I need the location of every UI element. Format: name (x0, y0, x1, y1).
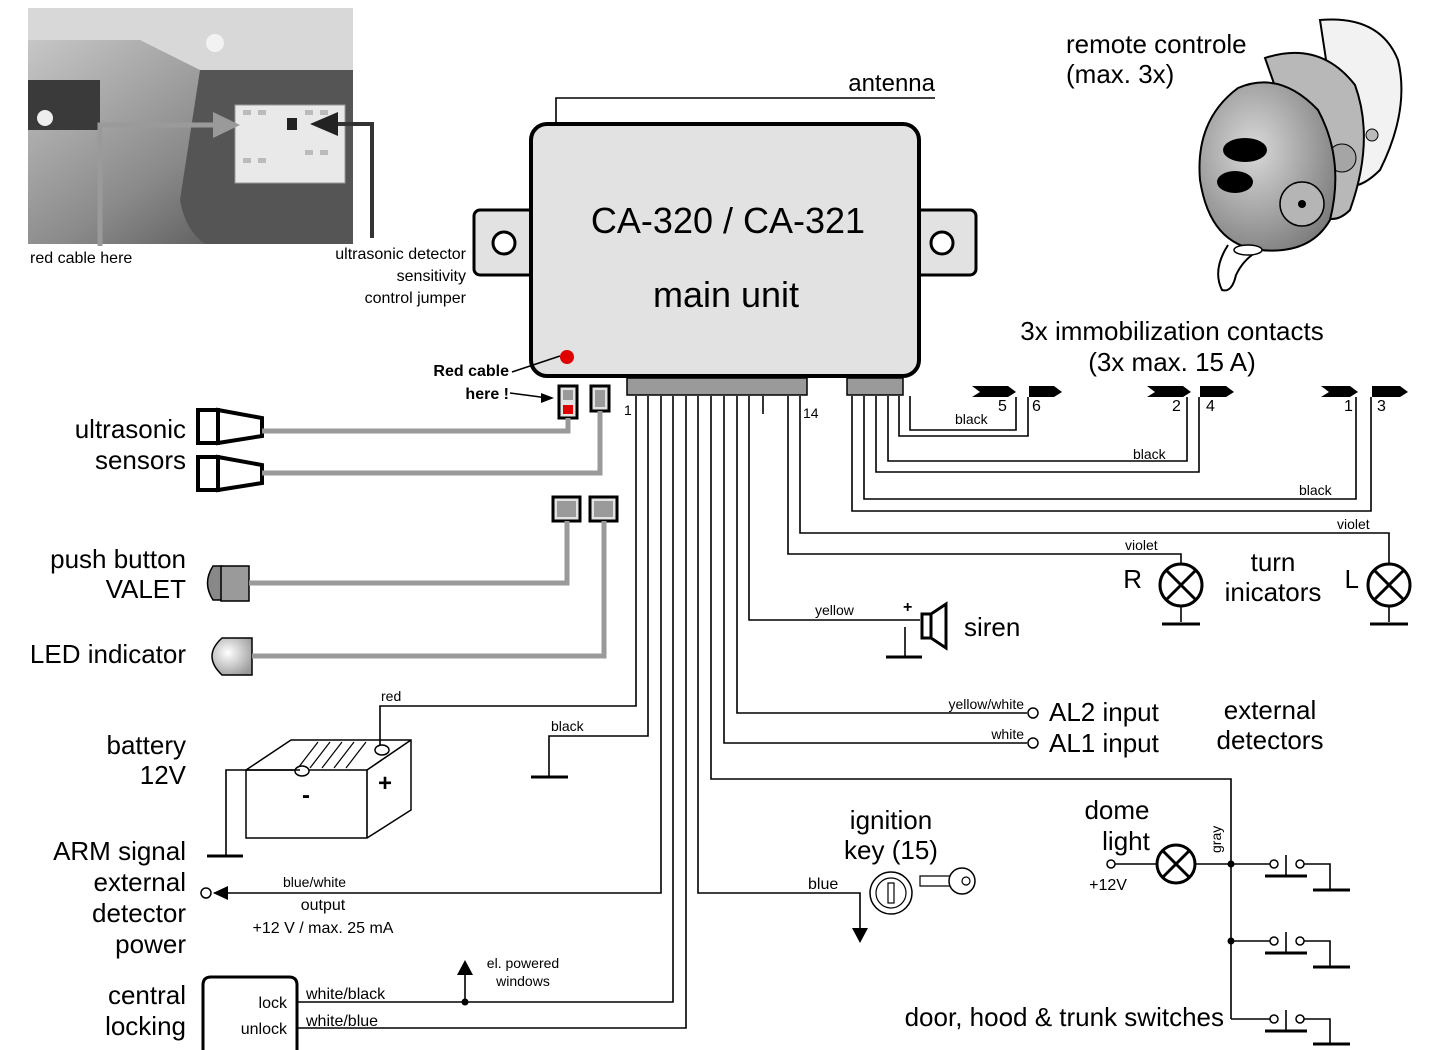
photo-red-cable-label: red cable here (30, 250, 132, 267)
central-locking-label-1: central (108, 980, 186, 1010)
al2-input-label: AL2 input (1049, 697, 1160, 727)
siren-label: siren (964, 612, 1020, 642)
led-indicator-label: LED indicator (30, 639, 186, 669)
arm-label-3: detector (92, 898, 186, 928)
arm-wire-label: blue/white (283, 874, 346, 890)
immobilization-label-1: 3x immobilization contacts (1020, 316, 1323, 346)
door-switches-label: door, hood & trunk switches (905, 1002, 1224, 1032)
battery-label-2: 12V (140, 760, 187, 790)
immob-pin-3: 3 (1377, 398, 1386, 415)
door-switches-icon (1227, 855, 1350, 1046)
valet-label-2: VALET (106, 574, 187, 604)
immob-pin-4: 4 (1206, 398, 1215, 415)
turn-left-lamp-icon (1366, 562, 1412, 626)
immob-wire-label-3: black (1299, 482, 1333, 498)
immob-pin-1: 1 (1344, 398, 1353, 415)
arm-label-4: power (115, 929, 186, 959)
al1-wire-label: white (990, 726, 1024, 742)
central-locking-label-2: locking (105, 1011, 186, 1041)
immob-wire-label-2: black (1133, 446, 1167, 462)
ultrasonic-sensor-icon (196, 407, 264, 493)
ultrasonic-label-2: sensors (95, 445, 186, 475)
dome-wire-label: gray (1208, 826, 1224, 853)
turn-indicators-label-1: turn (1251, 547, 1296, 577)
ignition-label-2: key (15) (844, 835, 938, 865)
valet-label-1: push button (50, 544, 186, 574)
unlock-wire-label: white/blue (305, 1013, 378, 1030)
main-unit-subtitle: main unit (653, 274, 799, 315)
windows-label-2: windows (495, 973, 550, 989)
immob-pin-2: 2 (1172, 398, 1181, 415)
main-unit-title: CA-320 / CA-321 (591, 200, 865, 241)
ignition-wire-label: blue (808, 876, 838, 893)
photo-jumper-label-1: ultrasonic detector (335, 246, 466, 263)
dome-light-lamp-icon (1155, 843, 1197, 885)
ultrasonic-label-1: ultrasonic (75, 414, 186, 444)
antenna-label: antenna (848, 70, 935, 97)
dome-light-label-2: light (1102, 826, 1150, 856)
battery-minus-label: - (302, 782, 310, 809)
photo-jumper-label-2: sensitivity (397, 268, 466, 285)
lock-wire-label: white/black (305, 986, 386, 1003)
photo-jumper-label-3: control jumper (365, 290, 467, 307)
lock-label: lock (259, 995, 288, 1012)
remote-label-2: (max. 3x) (1066, 59, 1174, 89)
arm-output-label-2: +12 V / max. 25 mA (253, 920, 394, 937)
unlock-label: unlock (241, 1021, 288, 1038)
ignition-key-icon (869, 867, 976, 915)
dome-supply-label: +12V (1089, 877, 1127, 894)
pin-14-label: 14 (803, 405, 819, 421)
turn-right-label: R (1123, 564, 1142, 594)
immob-wire-label-1: black (955, 411, 989, 427)
battery-red-wire-label: red (381, 688, 401, 704)
connector-immobilizer (846, 377, 904, 396)
arm-output-label-1: output (301, 897, 346, 914)
status-led-icon (560, 350, 574, 364)
turn-left-wire-label: violet (1337, 516, 1370, 532)
ground-black-label: black (551, 718, 585, 734)
connector-photo (28, 8, 374, 246)
immob-pin-6: 6 (1032, 398, 1041, 415)
arm-label-2: external (94, 867, 187, 897)
ignition-label-1: ignition (850, 805, 932, 835)
remote-control-icon (1198, 18, 1403, 292)
turn-indicators-label-2: inicators (1225, 577, 1322, 607)
siren-wire-label: yellow (815, 602, 855, 618)
battery-label-1: battery (107, 730, 187, 760)
central-locking-module (201, 975, 299, 1050)
led-indicator-icon (211, 637, 253, 676)
siren-plus-label: + (903, 599, 912, 616)
dome-light-label-1: dome (1084, 795, 1149, 825)
al1-input-label: AL1 input (1049, 728, 1160, 758)
remote-label-1: remote controle (1066, 29, 1247, 59)
turn-right-wire-label: violet (1125, 537, 1158, 553)
immobilization-label-2: (3x max. 15 A) (1088, 347, 1256, 377)
external-detectors-label-2: detectors (1217, 725, 1324, 755)
red-cable-note-2: here ! (465, 386, 509, 403)
battery-plus-label: + (378, 770, 392, 797)
immob-pin-5: 5 (998, 398, 1007, 415)
external-detectors-label-1: external (1224, 695, 1317, 725)
siren-icon (920, 601, 948, 651)
turn-right-lamp-icon (1158, 562, 1204, 626)
red-cable-note-1: Red cable (433, 363, 509, 380)
sensor-jumper-connectors (551, 384, 619, 523)
immobilizer-terminals-icon (972, 386, 1408, 397)
windows-label-1: el. powered (487, 955, 559, 971)
arm-label-1: ARM signal (53, 836, 186, 866)
valet-button-icon (206, 565, 250, 602)
connector-main (626, 377, 808, 396)
main-unit (472, 97, 978, 396)
turn-left-label: L (1345, 564, 1359, 594)
battery-icon (245, 739, 412, 839)
pin-1-label: 1 (624, 402, 632, 418)
al2-wire-label: yellow/white (949, 696, 1025, 712)
